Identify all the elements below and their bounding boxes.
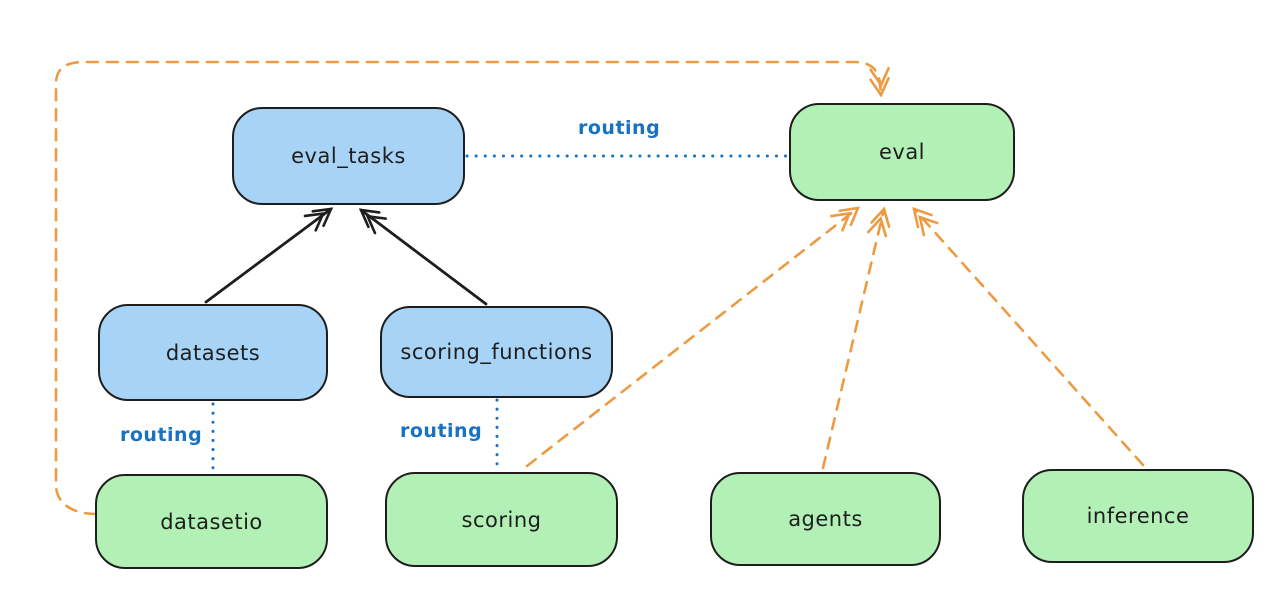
node-scoring-functions: scoring_functions bbox=[380, 306, 613, 398]
node-eval: eval bbox=[789, 103, 1015, 201]
node-eval-label: eval bbox=[878, 140, 926, 164]
node-scoring-functions-label: scoring_functions bbox=[400, 340, 593, 364]
node-datasetio-label: datasetio bbox=[160, 509, 263, 534]
edge-scoring-eval bbox=[525, 206, 861, 468]
node-agents-label: agents bbox=[788, 507, 863, 531]
node-eval-tasks-label: eval_tasks bbox=[291, 144, 406, 168]
node-datasets-label: datasets bbox=[165, 340, 261, 365]
edge-scoring-functions-eval-tasks bbox=[358, 208, 488, 306]
routing-label-scoring-functions-scoring: routing bbox=[400, 420, 483, 442]
node-datasets: datasets bbox=[98, 304, 328, 401]
node-agents: agents bbox=[710, 472, 941, 566]
node-inference-label: inference bbox=[1086, 504, 1190, 528]
node-eval-tasks: eval_tasks bbox=[232, 107, 465, 205]
node-scoring-label: scoring bbox=[461, 507, 542, 532]
edge-datasetio-eval bbox=[54, 60, 890, 516]
routing-label-datasets-datasetio: routing bbox=[120, 424, 203, 446]
edge-agents-eval bbox=[821, 206, 891, 470]
node-scoring: scoring bbox=[385, 472, 618, 567]
node-inference: inference bbox=[1022, 469, 1254, 563]
edge-datasets-eval-tasks bbox=[204, 207, 334, 304]
routing-label-eval-tasks-eval: routing bbox=[578, 117, 661, 139]
edge-inference-eval bbox=[912, 207, 1145, 467]
node-datasetio: datasetio bbox=[95, 474, 328, 569]
